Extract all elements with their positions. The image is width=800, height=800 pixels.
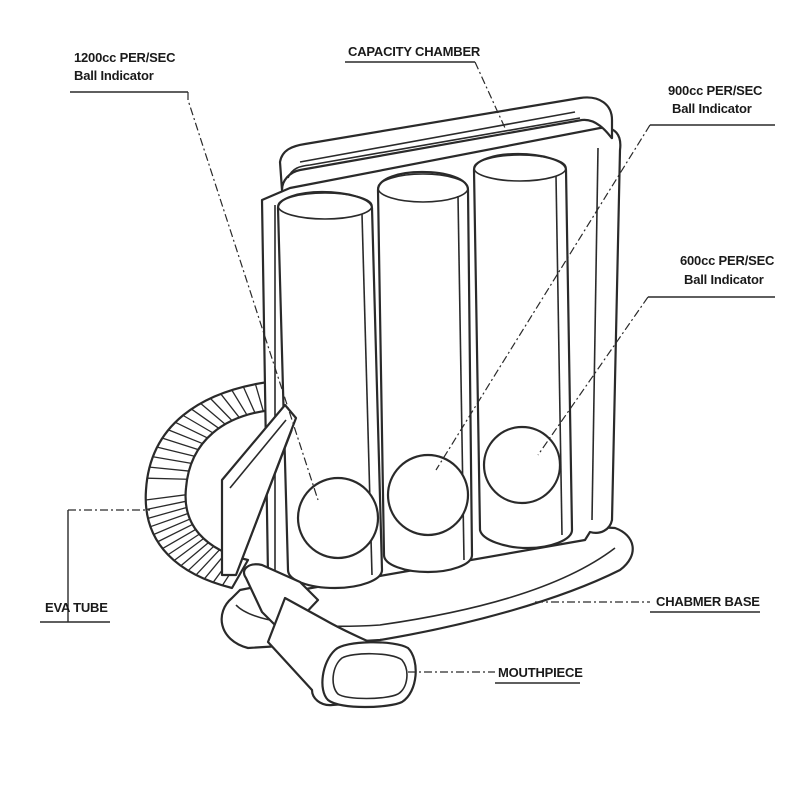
tube-corrugations <box>145 383 264 586</box>
labels: 1200cc PER/SEC Ball Indicator CAPACITY C… <box>45 44 775 680</box>
tube-ring <box>254 383 264 412</box>
leader-lines <box>40 61 775 684</box>
label-600cc-line2: Ball Indicator <box>684 272 764 287</box>
tube-ring <box>242 386 256 414</box>
ball-600 <box>482 425 562 505</box>
label-1200cc-line2: Ball Indicator <box>74 68 154 83</box>
ball-indicators <box>296 425 562 560</box>
tube-ring <box>153 518 191 536</box>
mouthpiece <box>242 563 417 709</box>
tube-ring <box>220 393 240 418</box>
label-900cc-line2: Ball Indicator <box>672 101 752 116</box>
tube-ring <box>152 456 192 465</box>
tube-ring <box>147 477 188 480</box>
tube-ring <box>231 389 248 416</box>
tube-ring <box>162 528 196 550</box>
label-600cc-line1: 600cc PER/SEC <box>680 253 775 268</box>
tube-ring <box>147 506 187 519</box>
ball-1200 <box>296 476 380 560</box>
tube-ring <box>146 500 186 511</box>
label-eva-tube: EVA TUBE <box>45 600 108 615</box>
tube-ring <box>150 512 189 528</box>
tube-ring <box>182 414 214 434</box>
tube-ring <box>167 533 200 556</box>
tube-ring <box>162 437 199 451</box>
tube-ring <box>157 446 195 457</box>
tube-ring <box>173 537 205 562</box>
tube-ring <box>157 523 193 543</box>
tube-ring <box>145 494 186 501</box>
tube-ring <box>149 466 189 472</box>
chamber-base <box>220 523 634 650</box>
tube-ring <box>180 542 209 567</box>
ball-900 <box>386 453 470 537</box>
tube-ring <box>191 408 220 429</box>
label-capacity-chamber: CAPACITY CHAMBER <box>348 44 481 59</box>
label-chamber-base: CHABMER BASE <box>656 594 760 609</box>
tube-ring <box>209 397 233 422</box>
label-900cc-line1: 900cc PER/SEC <box>668 83 763 98</box>
label-mouthpiece: MOUTHPIECE <box>498 665 583 680</box>
eva-tube <box>144 380 274 590</box>
tube-ring <box>168 429 203 445</box>
label-1200cc-line1: 1200cc PER/SEC <box>74 50 176 65</box>
tube-ring <box>187 545 215 572</box>
tube-ring <box>200 402 226 425</box>
tube-connector <box>220 403 298 577</box>
tube-ring <box>175 421 208 439</box>
tube-ring <box>195 549 221 576</box>
